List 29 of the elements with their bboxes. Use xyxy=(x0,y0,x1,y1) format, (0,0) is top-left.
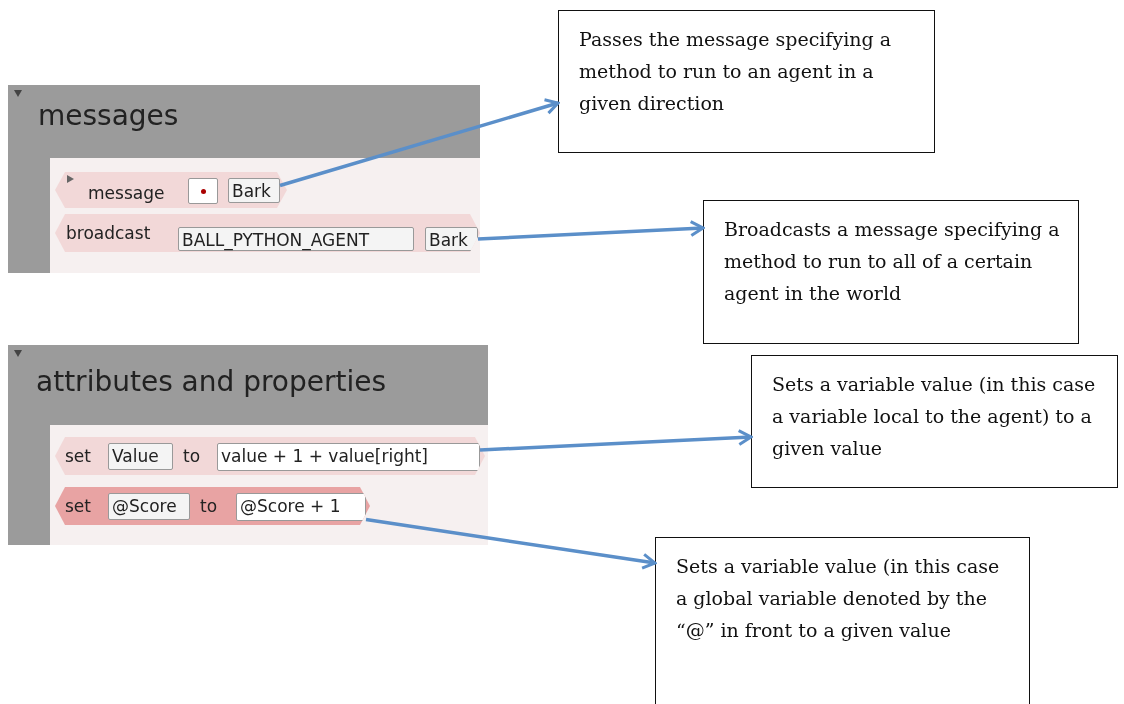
input-field xyxy=(188,178,218,204)
callout-box: Passes the message specifying a method to run to an agent in a given direction xyxy=(558,10,935,153)
callout-box: Broadcasts a message specifying a method to run to all of a certain agent in the world xyxy=(703,200,1079,344)
category-panel xyxy=(8,85,480,273)
code-block xyxy=(55,437,485,475)
value-field: @Score + 1 xyxy=(236,493,366,521)
arrow xyxy=(279,98,560,188)
value-field: Value xyxy=(108,443,173,470)
block-label: broadcast xyxy=(66,223,151,243)
arrow xyxy=(477,220,705,241)
block-label: to xyxy=(183,446,201,466)
block-label: set xyxy=(65,496,91,516)
category-heading: messages xyxy=(38,99,179,132)
value-field: Bark xyxy=(228,178,280,203)
block-label: message xyxy=(88,183,165,203)
value-field: Bark xyxy=(425,227,478,251)
callout-box: Sets a variable value (in this case a global variable denoted by the “@” in front to a given value xyxy=(655,537,1030,704)
category-heading: attributes and properties xyxy=(36,365,387,398)
arrow xyxy=(365,517,657,570)
category-panel xyxy=(8,345,488,545)
value-field: BALL_PYTHON_AGENT xyxy=(178,227,414,251)
value-field: @Score xyxy=(108,493,190,520)
block-label: to xyxy=(200,496,218,516)
value-field: value + 1 + value[right] xyxy=(217,443,480,471)
callout-box: Sets a variable value (in this case a variable local to the agent) to a given value xyxy=(751,355,1118,488)
code-block xyxy=(55,487,370,525)
block-label: set xyxy=(65,446,91,466)
code-block xyxy=(55,214,480,252)
arrow xyxy=(479,429,753,452)
